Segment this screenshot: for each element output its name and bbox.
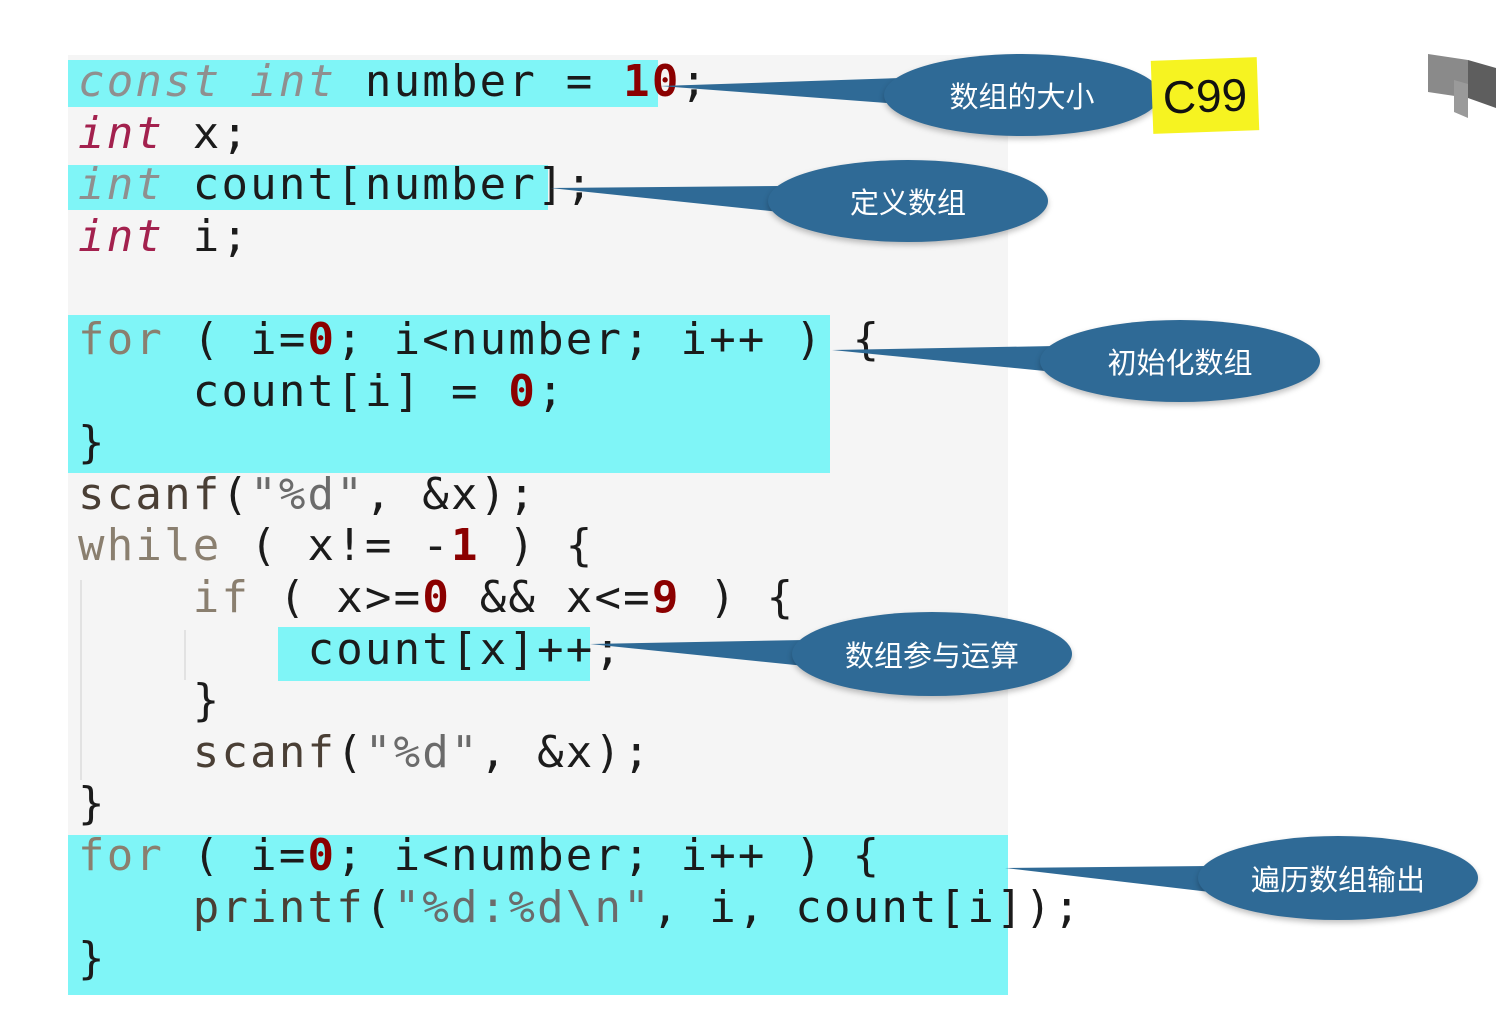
callout-array-size-label: 数组的大小 [949,80,1095,114]
code-line: int count[number]; [78,159,595,211]
code-line: count[x]++; [78,623,624,675]
code-line: int x; [78,107,251,159]
callout-init-array-label: 初始化数组 [1107,346,1253,380]
code-line: } [78,933,107,985]
code-line: scanf("%d", &x); [192,726,652,778]
code-line: for ( i=0; i<number; i++ ) { [78,313,882,365]
callout-traverse-output: 遍历数组输出 [1198,836,1478,920]
code-line: count[i] = 0; [78,365,566,417]
code-line: if ( x>=0 && x<=9 ) { [192,571,796,623]
indent-guide [184,630,186,680]
code-line: while ( x!= -1 ) { [78,520,595,572]
code-line: printf("%d:%d\n", i, count[i]); [192,881,1083,933]
code-line: int i; [78,210,251,262]
callout-array-compute: 数组参与运算 [792,612,1072,696]
code-line: } [78,675,222,727]
highlight-const-number [68,60,658,107]
code-line: for ( i=0; i<number; i++ ) { [78,829,882,881]
callout-pointer-define-array [550,186,780,212]
callout-pointer-init-array [832,346,1055,372]
code-line: const int number = 10; [78,56,710,107]
callout-traverse-output-label: 遍历数组输出 [1250,863,1425,897]
code-line: } [78,417,107,469]
callout-array-compute-label: 数组参与运算 [844,639,1019,673]
callout-pointer-array-compute [590,640,805,666]
callout-define-array: 定义数组 [768,160,1048,242]
highlight-init-loop [68,315,830,473]
highlight-count-increment [278,627,590,681]
highlight-output-loop [68,835,1008,995]
code-listing: const int number = 10;int x;int count[nu… [78,56,1082,985]
book-logo-icon [1428,54,1496,118]
indent-guide [80,580,82,780]
callout-pointer-traverse-output [1005,866,1210,892]
callout-pointer-array-size [660,78,900,104]
c99-badge: C99 [1150,57,1260,134]
code-number: 10 [623,56,681,107]
callout-array-size: 数组的大小 [884,54,1160,136]
callout-define-array-label: 定义数组 [849,186,966,220]
code-line: } [78,778,107,830]
code-line-1-const: const int [78,56,337,107]
code-line: scanf("%d", &x); [78,468,538,520]
highlight-define-array [68,165,548,210]
callout-init-array: 初始化数组 [1040,320,1320,402]
